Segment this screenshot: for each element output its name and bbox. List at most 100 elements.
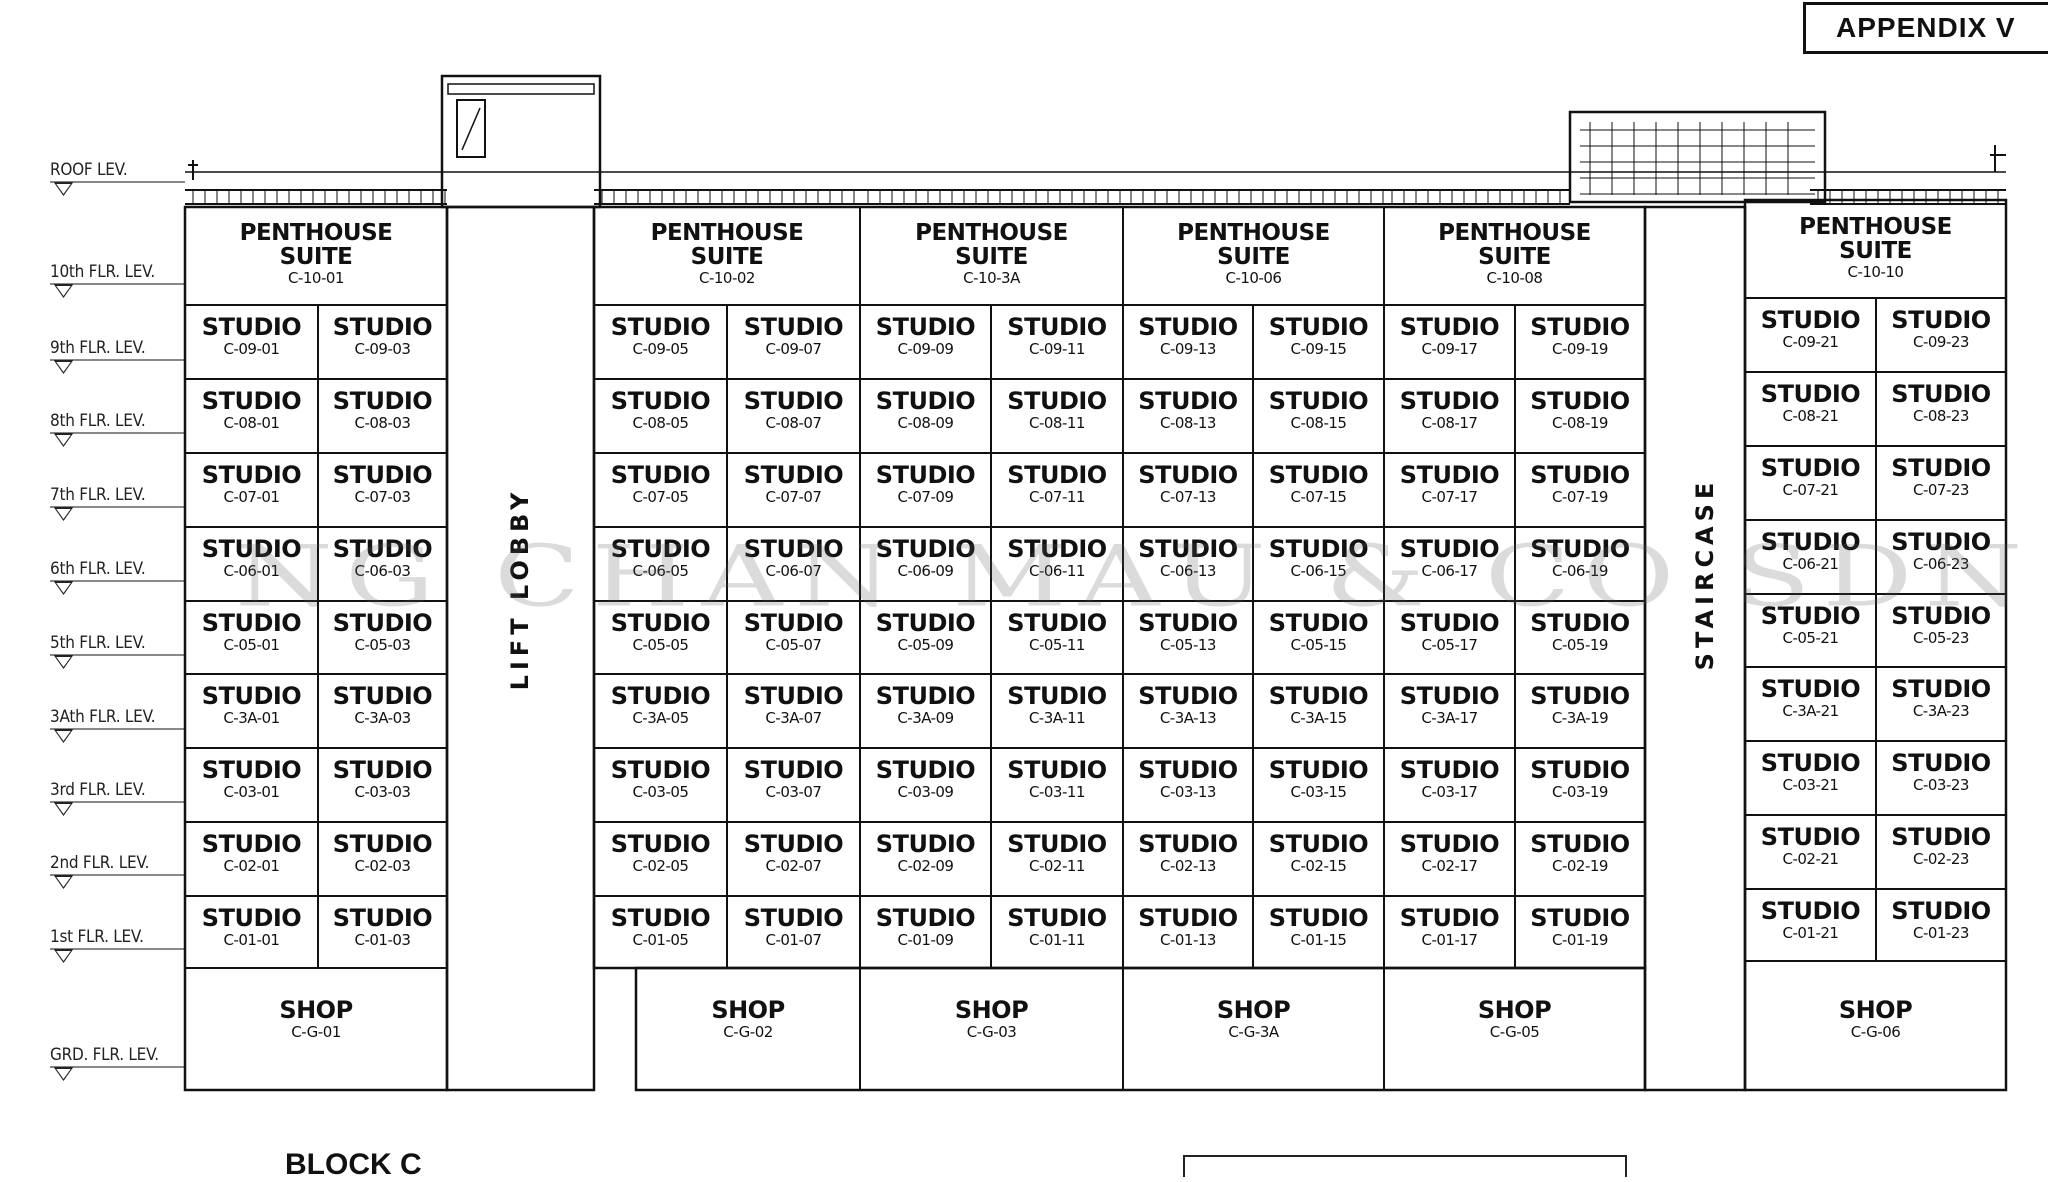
unit-code: C-3A-11 [1028, 709, 1086, 728]
unit-type-label: STUDIO [1268, 609, 1369, 637]
unit-code: C-3A-23 [1912, 702, 1970, 721]
unit-code: C-08-09 [897, 414, 954, 433]
unit-type-label: STUDIO [875, 535, 976, 563]
unit-type-label: STUDIO [1138, 609, 1238, 637]
unit-type-label: STUDIO [1138, 313, 1238, 341]
unit-code: C-07-21 [1782, 481, 1839, 500]
unit-code: C-07-03 [354, 488, 411, 507]
unit-code: C-07-09 [897, 488, 954, 507]
unit-type-label: STUDIO [610, 387, 711, 415]
unit-code: C-06-01 [223, 562, 280, 581]
unit-type-label: STUDIO [1891, 306, 1991, 334]
unit-code: C-09-19 [1552, 340, 1608, 359]
unit-code: C-07-05 [632, 488, 689, 507]
unit-type-label: SUITE [1217, 244, 1290, 271]
unit-type-label: STUDIO [1268, 682, 1369, 710]
unit-type-label: STUDIO [1268, 830, 1369, 858]
unit-type-label: SUITE [690, 244, 764, 271]
unit-type-label: STUDIO [875, 682, 976, 710]
unit-type-label: STUDIO [201, 387, 302, 415]
unit-type-label: STUDIO [201, 609, 302, 637]
unit-type-label: SHOP [954, 996, 1029, 1024]
unit-type-label: STUDIO [743, 756, 844, 784]
unit-code: C-07-07 [765, 488, 822, 507]
unit-type-label: STUDIO [1891, 602, 1991, 630]
unit-type-label: STUDIO [1268, 387, 1369, 415]
unit-code: C-08-15 [1290, 414, 1347, 433]
unit-type-label: STUDIO [1891, 675, 1991, 703]
unit-code: C-08-03 [354, 414, 411, 433]
unit-type-label: STUDIO [332, 313, 433, 341]
unit-type-label: STUDIO [1891, 454, 1991, 482]
level-label: ROOF LEV. [50, 160, 128, 180]
unit-code: C-G-02 [723, 1023, 773, 1042]
unit-type-label: STUDIO [743, 682, 844, 710]
unit-type-label: SUITE [955, 244, 1028, 271]
unit-type-label: STUDIO [1530, 609, 1630, 637]
unit-type-label: STUDIO [875, 756, 976, 784]
level-triangle-icon [53, 284, 74, 298]
unit-type-label: STUDIO [332, 756, 433, 784]
unit-code: C-03-09 [897, 783, 954, 802]
unit-type-label: STUDIO [1138, 682, 1238, 710]
unit-type-label: STUDIO [1399, 387, 1500, 415]
level-label: 5th FLR. LEV. [50, 633, 146, 653]
unit-code: C-08-13 [1160, 414, 1216, 433]
level-marker: 5th FLR. LEV. [50, 633, 146, 669]
unit-type-label: STUDIO [1891, 823, 1991, 851]
unit-code: C-05-15 [1290, 636, 1347, 655]
unit-code: C-06-15 [1290, 562, 1347, 581]
unit-type-label: STUDIO [1138, 387, 1238, 415]
unit-type-label: STUDIO [1138, 461, 1238, 489]
unit-code: C-10-08 [1486, 269, 1543, 288]
unit-type-label: STUDIO [1007, 387, 1107, 415]
level-label: 10th FLR. LEV. [50, 262, 155, 282]
unit-type-label: STUDIO [1760, 823, 1861, 851]
unit-code: C-07-17 [1421, 488, 1478, 507]
unit-type-label: STUDIO [1138, 535, 1238, 563]
unit-code: C-08-21 [1782, 407, 1839, 426]
stamp-box [1183, 1155, 1627, 1177]
unit-code: C-06-13 [1160, 562, 1216, 581]
unit-type-label: PENTHOUSE [1438, 220, 1591, 246]
unit-code: C-01-17 [1421, 931, 1478, 950]
unit-code: C-06-23 [1913, 555, 1969, 574]
unit-code: C-03-07 [765, 783, 822, 802]
unit-code: C-01-01 [223, 931, 280, 950]
unit-code: C-03-05 [632, 783, 689, 802]
unit-type-label: PENTHOUSE [1177, 220, 1330, 246]
unit-code: C-G-03 [966, 1023, 1017, 1042]
unit-code: C-01-11 [1029, 931, 1085, 950]
unit-type-label: STUDIO [1399, 904, 1500, 932]
unit-type-label: STUDIO [1760, 602, 1861, 630]
unit-code: C-06-11 [1029, 562, 1085, 581]
unit-code: C-G-3A [1228, 1023, 1279, 1042]
unit-code: C-05-21 [1782, 629, 1839, 648]
